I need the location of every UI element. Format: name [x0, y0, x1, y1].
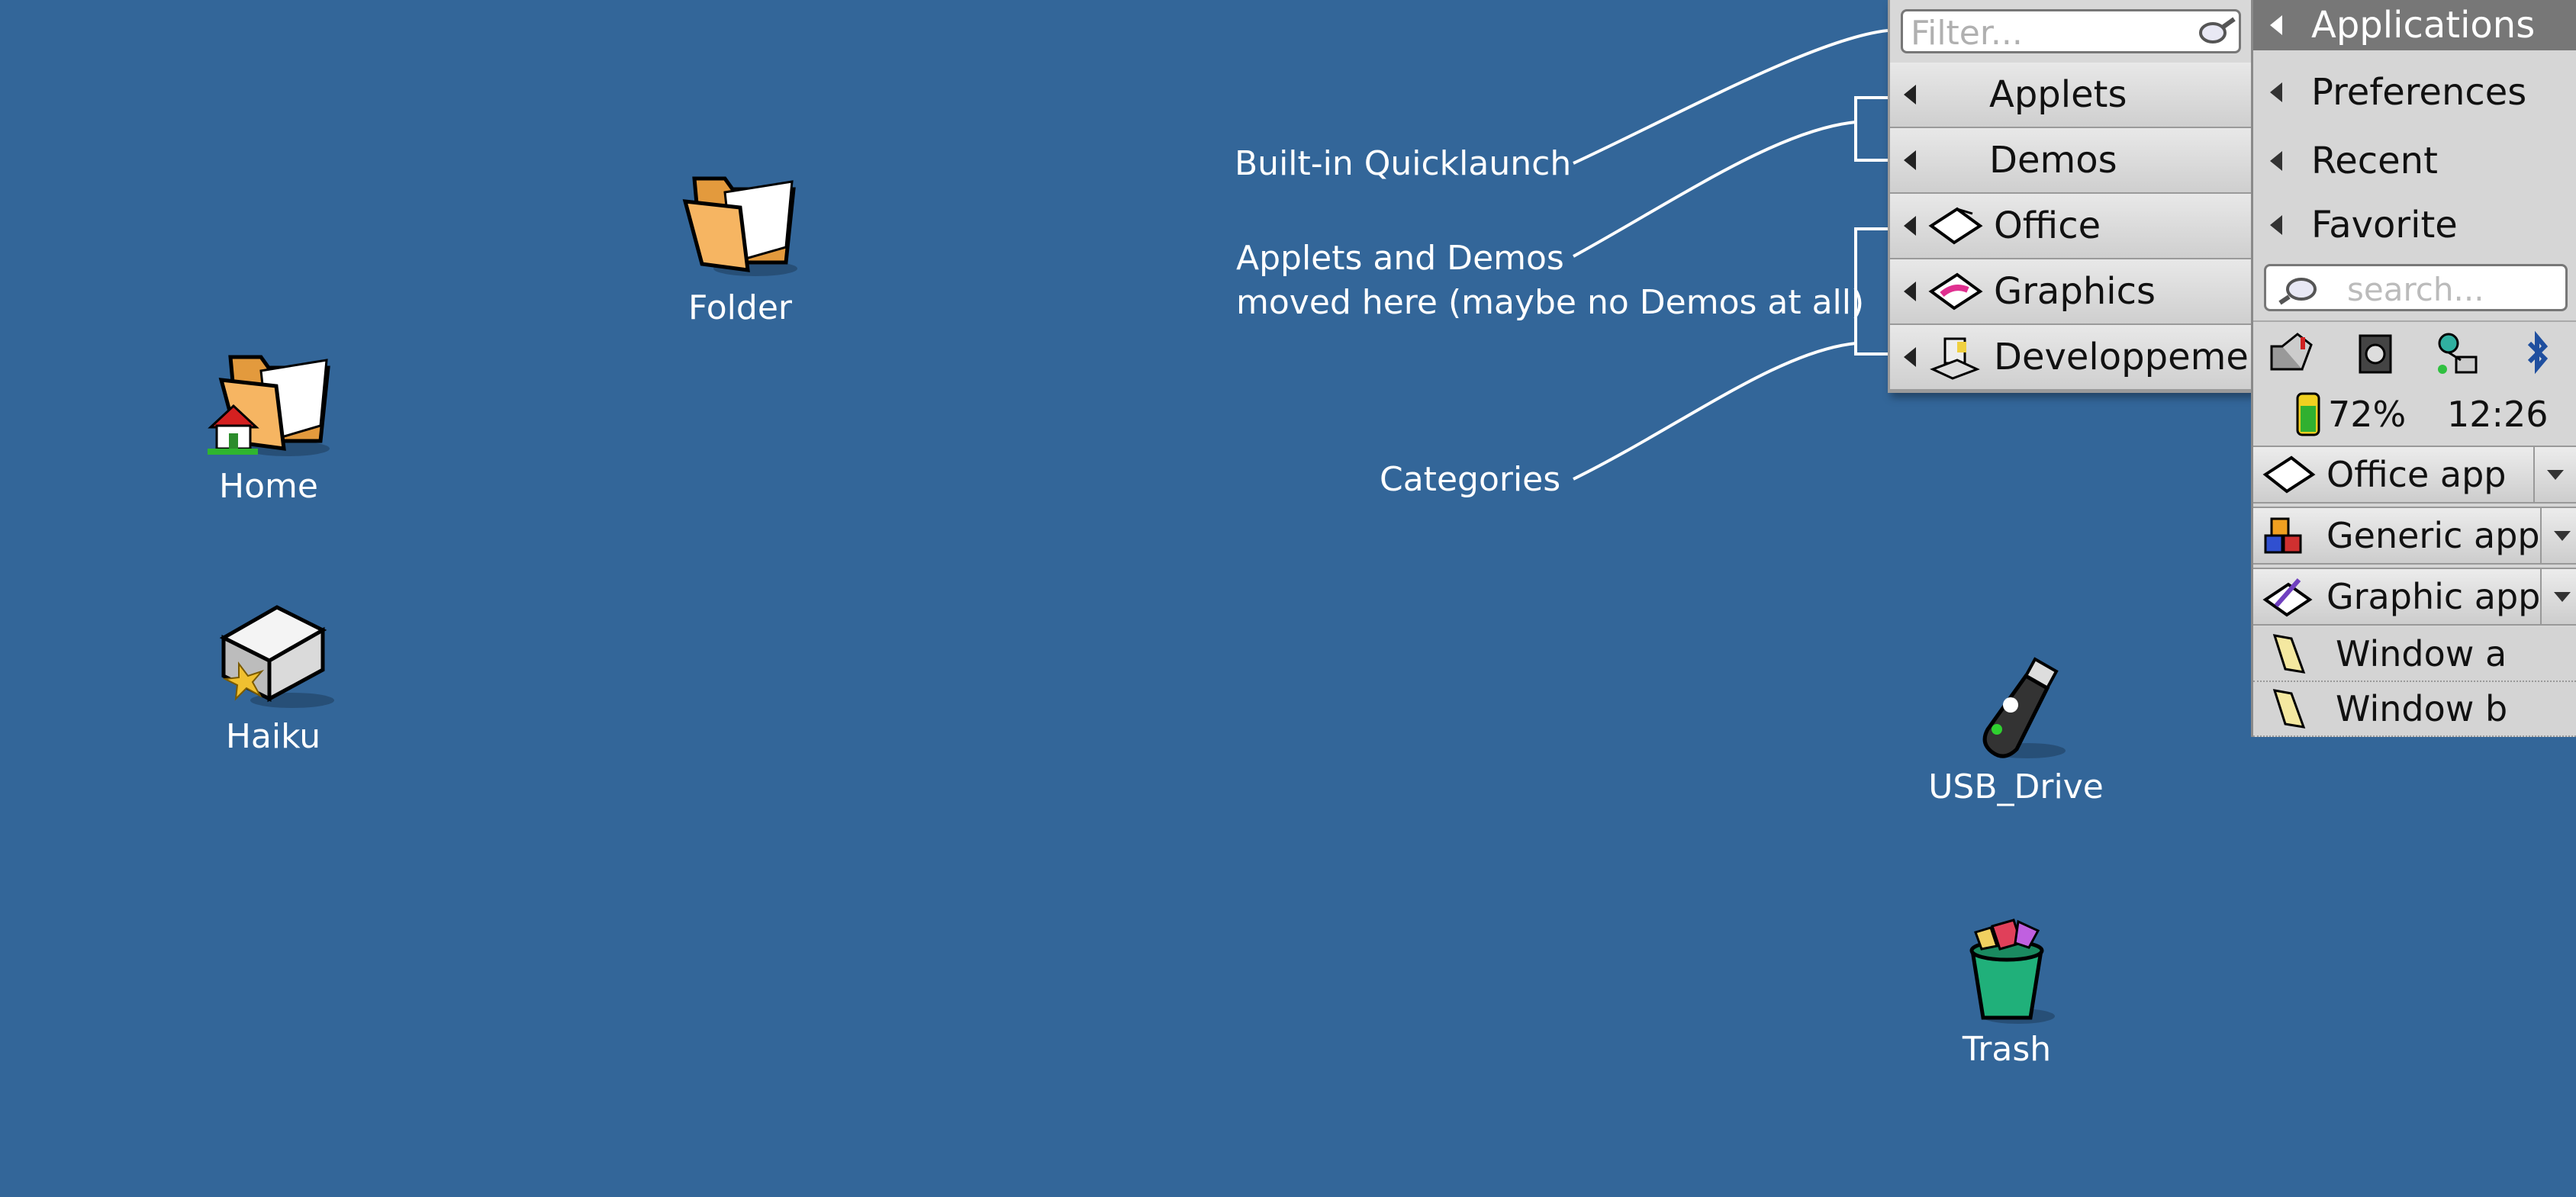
mail-icon[interactable] [2267, 330, 2316, 378]
submenu-arrow-icon [1904, 347, 1916, 367]
window-label: Window a [2336, 633, 2507, 674]
app-generic[interactable]: Generic app [2253, 507, 2576, 565]
menu-label: Recent [2311, 140, 2438, 182]
window-icon [2272, 689, 2306, 729]
menu-preferences[interactable]: Preferences [2253, 58, 2576, 127]
app-graphic[interactable]: Graphic app [2253, 568, 2576, 626]
icon-label: Haiku [225, 717, 321, 756]
submenu-arrow-icon [2270, 215, 2282, 235]
menu-item-label: Applets [1989, 73, 2127, 116]
app-expand-button[interactable] [2533, 447, 2576, 502]
app-label: Office app [2326, 454, 2507, 495]
app-expand-button[interactable] [2540, 569, 2576, 624]
window-item-a[interactable]: Window a [2253, 627, 2576, 682]
bluetooth-icon[interactable] [2513, 330, 2562, 378]
app-office[interactable]: Office app [2253, 446, 2576, 504]
office-icon [1928, 207, 1983, 245]
submenu-arrow-icon [2270, 82, 2282, 102]
development-icon [1930, 337, 1980, 380]
chevron-down-icon [2553, 530, 2571, 541]
generic-app-icon [2264, 517, 2302, 554]
chevron-down-icon [2547, 469, 2564, 480]
menu-item-developpement[interactable]: Developpement [1890, 325, 2286, 391]
office-icon [2262, 455, 2316, 494]
deskbar-search-field[interactable] [2264, 264, 2568, 311]
window-item-b[interactable]: Window b [2253, 682, 2576, 737]
desktop-icon-haiku[interactable]: Haiku [182, 600, 365, 757]
submenu-arrow-icon [2270, 151, 2282, 171]
system-tray: 72% 12:26 [2253, 320, 2576, 444]
annotation-categories: Categories [1380, 460, 1561, 499]
menu-item-office[interactable]: Office [1890, 194, 2253, 259]
menu-recent[interactable]: Recent [2253, 127, 2576, 195]
icon-label: Trash [1962, 1030, 2052, 1069]
submenu-arrow-icon [1904, 150, 1916, 170]
annotation-moved-line2: moved here (maybe no Demos at all) [1236, 283, 1865, 322]
menu-item-graphics[interactable]: Graphics [1890, 259, 2253, 325]
deskbar: Applications Preferences Recent Favorite [2251, 0, 2576, 737]
menu-item-label: Developpement [1994, 336, 2287, 378]
menu-item-label: Demos [1989, 139, 2117, 182]
desktop-icon-usb-drive[interactable]: USB_Drive [1924, 650, 2107, 807]
search-input[interactable] [2346, 271, 2562, 307]
filter-input[interactable] [1909, 14, 2172, 51]
annotation-quicklaunch: Built-in Quicklaunch [1235, 144, 1572, 183]
battery-icon[interactable] [2284, 389, 2333, 438]
app-expand-button[interactable] [2539, 508, 2576, 563]
network-icon[interactable] [2433, 330, 2482, 378]
menu-item-label: Graphics [1994, 270, 2156, 313]
graphic-app-icon [2262, 578, 2313, 617]
menu-item-demos[interactable]: Demos [1890, 128, 2253, 194]
trash-icon [1969, 919, 2055, 1024]
magnifier-icon [2278, 278, 2317, 305]
desktop-icon-trash[interactable]: Trash [1915, 912, 2098, 1070]
menu-label: Favorite [2311, 204, 2458, 246]
submenu-arrow-icon [1904, 85, 1916, 105]
menu-favorite[interactable]: Favorite [2253, 195, 2576, 255]
window-icon [2272, 634, 2306, 674]
menu-label: Applications [2311, 4, 2536, 47]
desktop-icon-folder[interactable]: Folder [649, 163, 832, 328]
battery-level: 72% [2328, 394, 2407, 435]
magnifier-icon[interactable] [2196, 16, 2236, 48]
icon-label: USB_Drive [1928, 767, 2104, 806]
quicklaunch-menu: Applets Demos Office Graphics Developpem… [1888, 0, 2286, 393]
submenu-arrow-icon [1904, 216, 1916, 236]
annotation-moved-line1: Applets and Demos [1236, 239, 1564, 278]
disk-volume-icon [219, 605, 334, 708]
menu-item-applets[interactable]: Applets [1890, 63, 2253, 128]
icon-label: Home [219, 467, 318, 506]
usb-drive-icon [1982, 657, 2066, 758]
clock[interactable]: 12:26 [2447, 394, 2549, 435]
menu-label: Preferences [2311, 71, 2527, 114]
desktop-icon-home[interactable]: Home [177, 342, 360, 507]
graphics-icon [1928, 272, 1983, 311]
speaker-icon[interactable] [2351, 330, 2400, 378]
app-label: Graphic app [2326, 576, 2541, 617]
filter-field[interactable] [1901, 9, 2241, 53]
menu-applications[interactable]: Applications [2253, 0, 2576, 50]
submenu-arrow-icon [2270, 15, 2282, 35]
home-folder-icon [208, 355, 330, 456]
window-label: Window b [2336, 688, 2508, 729]
app-label: Generic app [2326, 515, 2540, 556]
menu-item-label: Office [1994, 204, 2101, 247]
icon-label: Folder [688, 288, 792, 327]
submenu-arrow-icon [1904, 282, 1916, 301]
folder-icon [682, 176, 797, 276]
chevron-down-icon [2554, 591, 2571, 602]
